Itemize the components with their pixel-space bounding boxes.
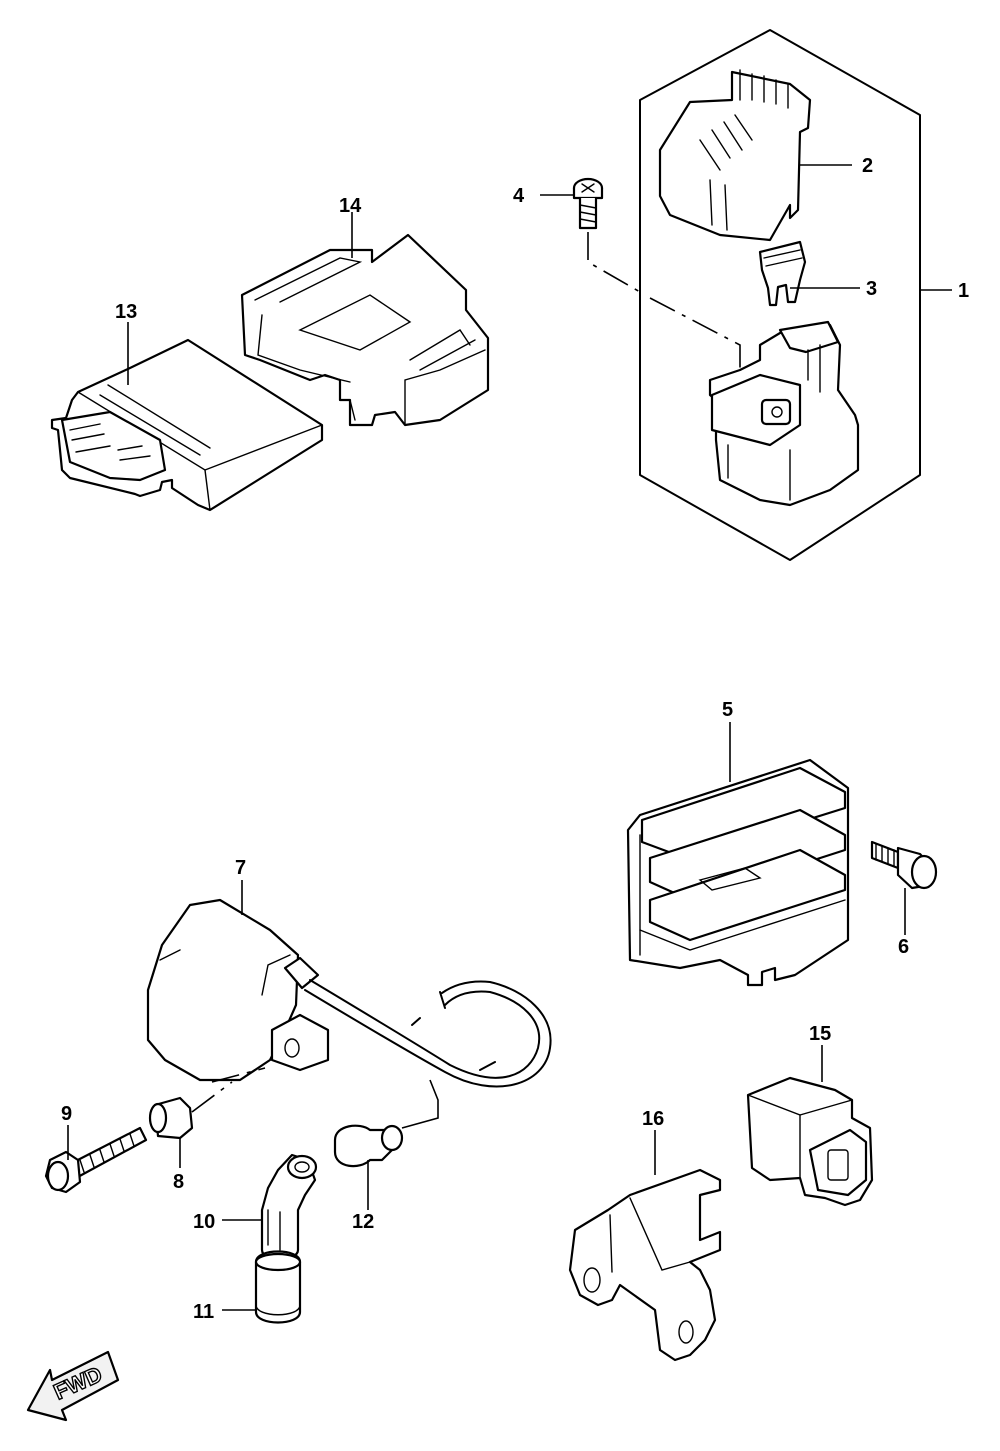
callout-7: 7 <box>235 857 246 879</box>
control-unit-part[interactable] <box>50 338 324 512</box>
bracket-part[interactable] <box>568 1168 722 1362</box>
callout-3: 3 <box>866 278 877 300</box>
assembly-boundary <box>639 29 921 561</box>
connector-part[interactable] <box>746 1076 874 1207</box>
cover-part[interactable] <box>254 1250 302 1324</box>
control-unit-holder-part[interactable] <box>240 233 490 427</box>
callout-9: 9 <box>61 1103 72 1125</box>
fuse-part[interactable] <box>758 240 807 307</box>
screw-part[interactable] <box>572 177 604 230</box>
leader-lines <box>67 164 952 1311</box>
plug-part[interactable] <box>333 1079 439 1168</box>
callout-4: 4 <box>513 185 525 207</box>
relay-cap-part[interactable] <box>658 69 812 242</box>
ignition-coil-part[interactable] <box>146 898 552 1088</box>
callout-10: 10 <box>193 1211 215 1233</box>
callout-11: 11 <box>193 1301 214 1323</box>
callout-12: 12 <box>352 1211 374 1233</box>
regulator-rectifier-part[interactable] <box>626 758 850 987</box>
callout-1: 1 <box>958 280 969 302</box>
callout-labels: 1 2 3 4 5 6 7 8 9 10 11 12 13 14 15 16 <box>61 155 969 1323</box>
callout-2: 2 <box>862 155 873 177</box>
starter-relay-assembly[interactable] <box>572 29 921 561</box>
callout-6: 6 <box>898 936 909 958</box>
bolt-part-6[interactable] <box>870 840 938 890</box>
plug-cap-part[interactable] <box>260 1153 318 1261</box>
callout-14: 14 <box>339 195 362 217</box>
collar-part[interactable] <box>148 1081 233 1140</box>
forward-direction-arrow: FWD <box>26 1350 120 1422</box>
relay-body-part[interactable] <box>708 320 860 507</box>
callout-15: 15 <box>809 1023 831 1045</box>
callout-8: 8 <box>173 1171 184 1193</box>
callout-13: 13 <box>115 301 137 323</box>
bolt-part-9[interactable] <box>44 1126 148 1194</box>
callout-5: 5 <box>722 699 733 721</box>
callout-16: 16 <box>642 1108 664 1130</box>
